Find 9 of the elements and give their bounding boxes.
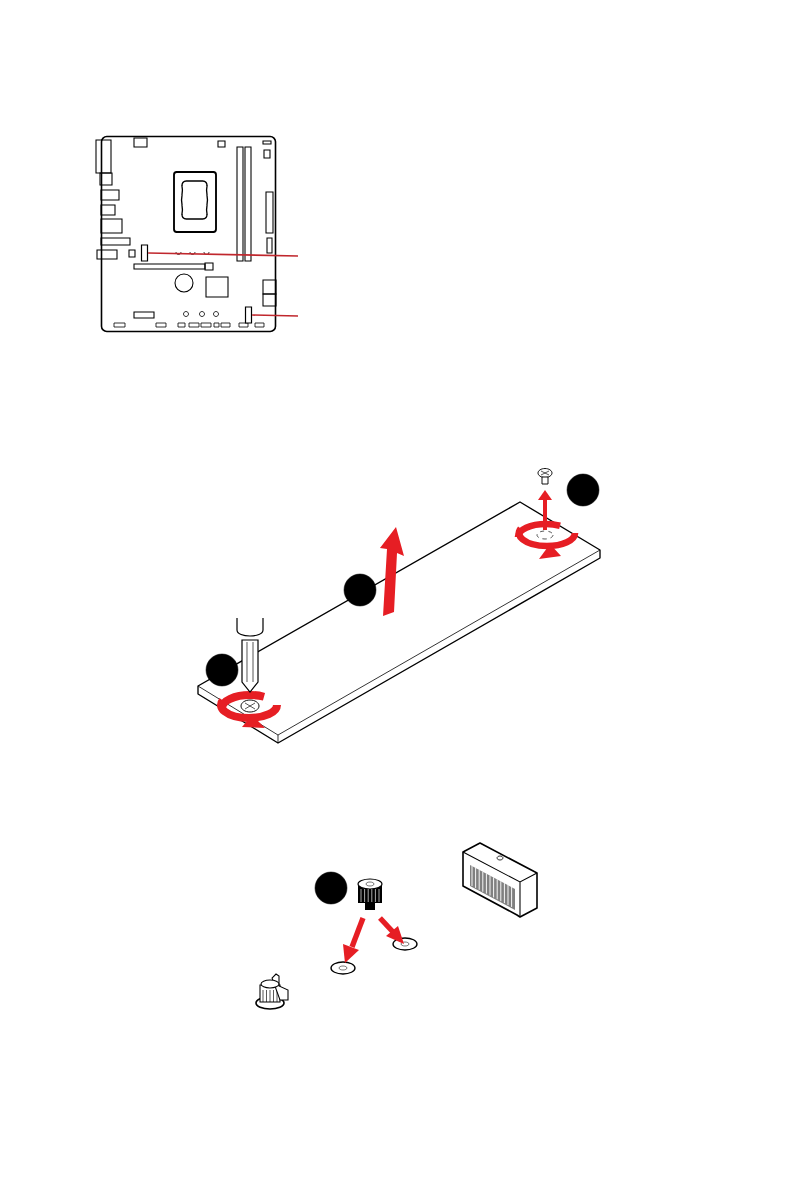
leader-line [147, 252, 299, 257]
slot [244, 306, 253, 324]
callout-circle [343, 573, 377, 607]
callout-circle [205, 653, 239, 687]
callout-circle [566, 473, 600, 507]
slot [140, 244, 149, 262]
callout-circle [314, 871, 348, 905]
motherboard-drawing [95, 135, 277, 333]
leader-line [251, 314, 299, 317]
